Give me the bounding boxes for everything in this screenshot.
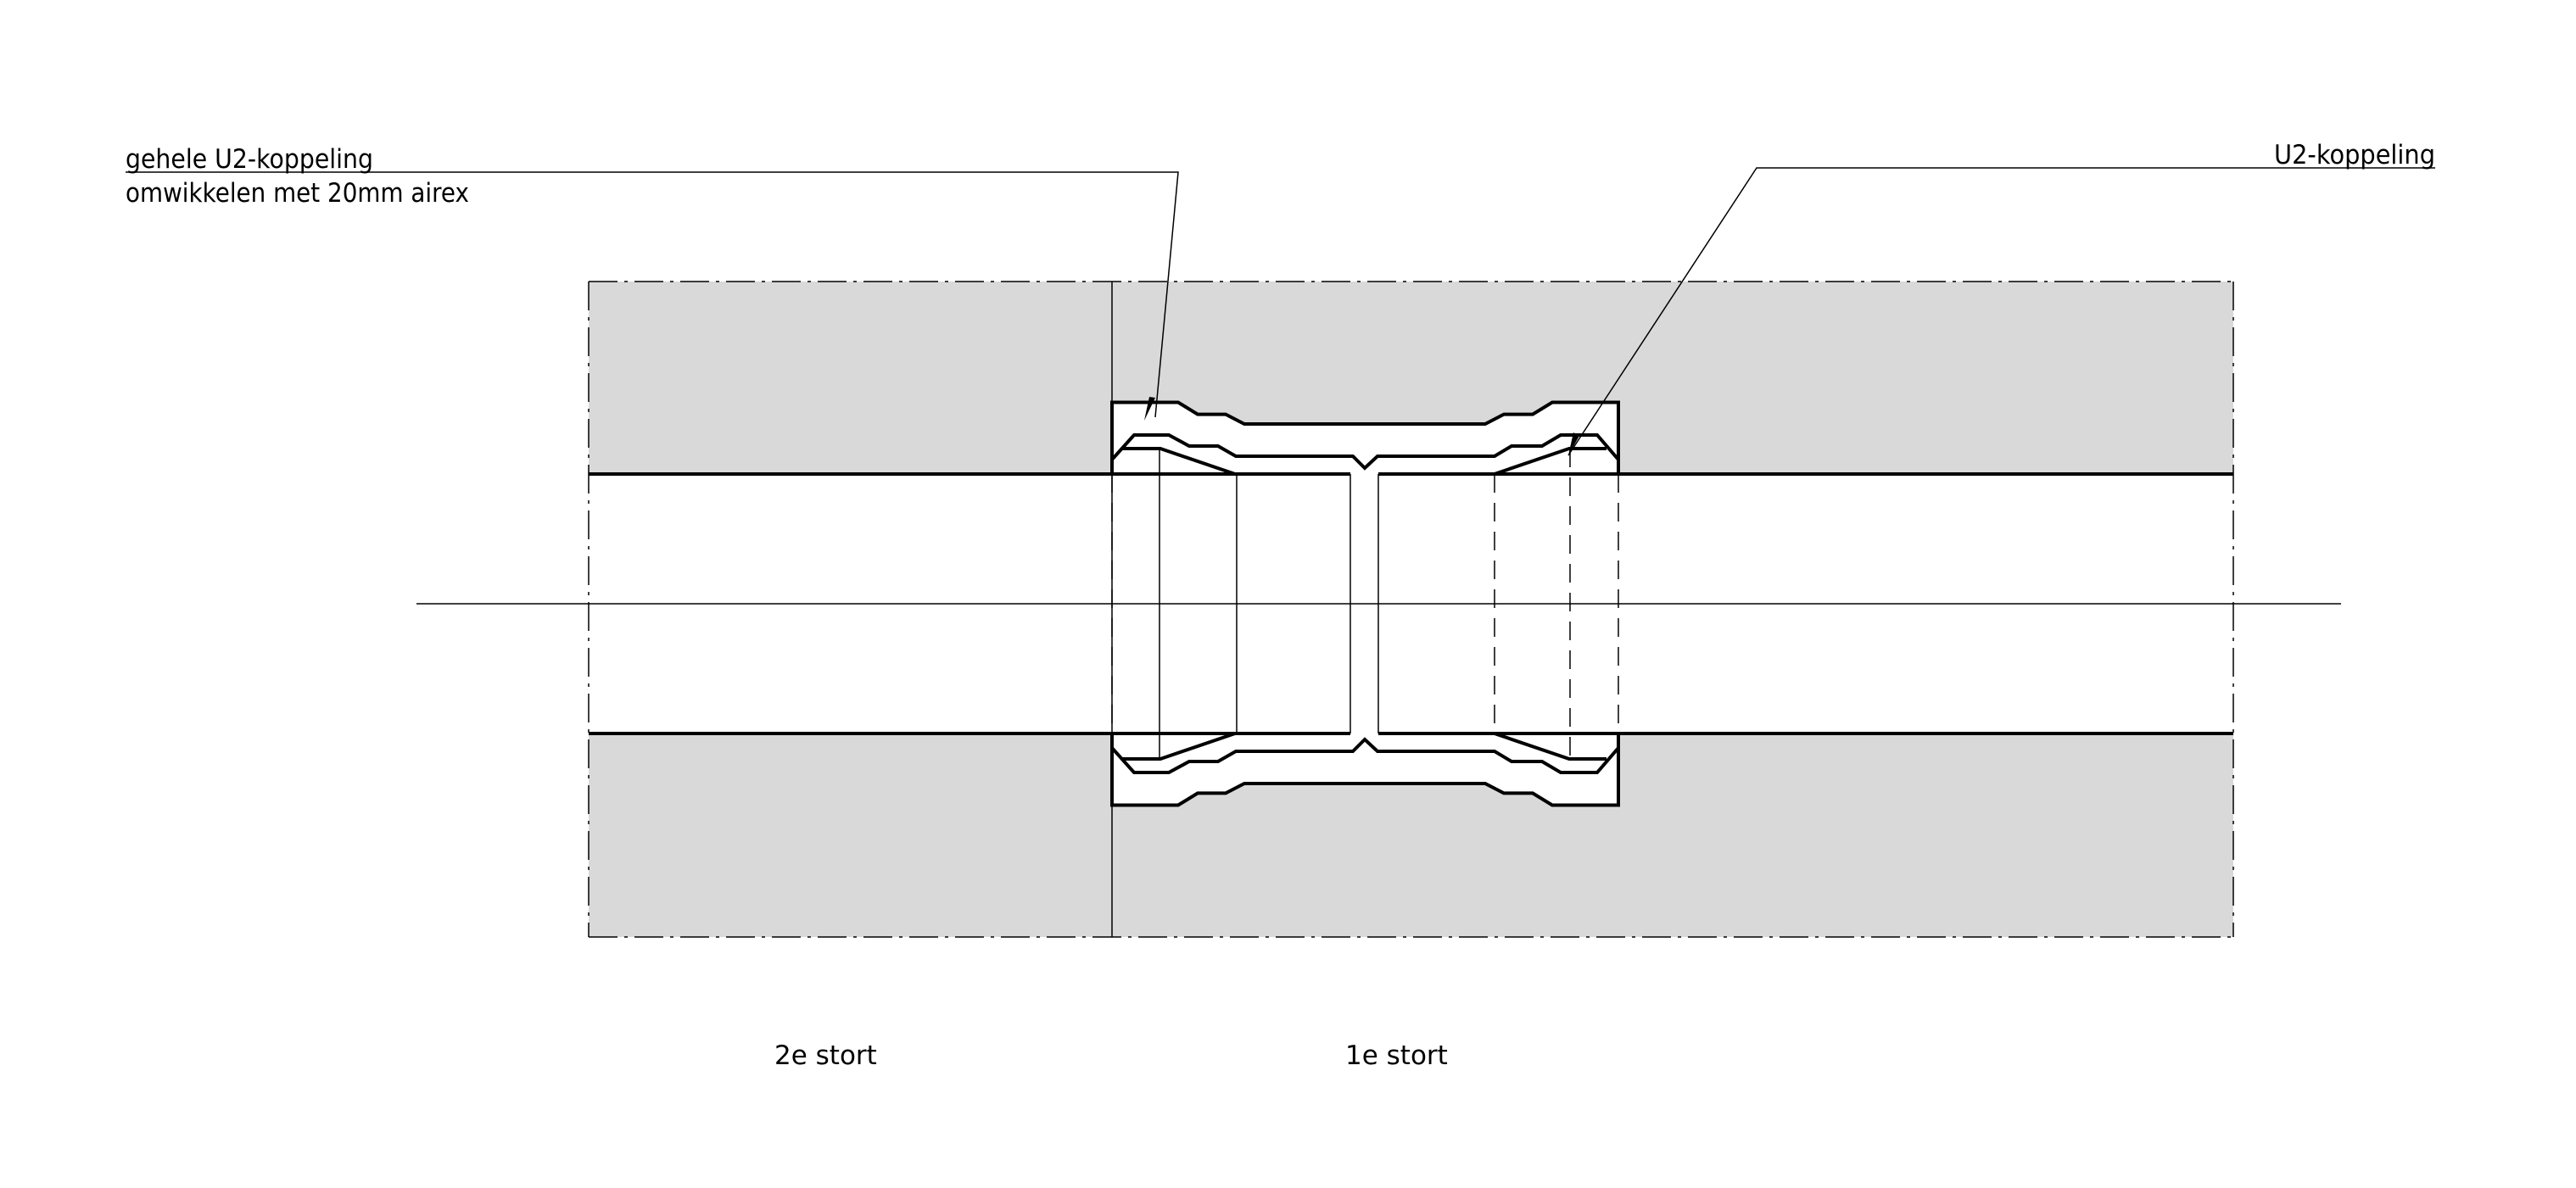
callout-text-u2: U2-koppeling	[2274, 140, 2435, 170]
callout-text-line1: gehele U2-koppeling	[126, 144, 373, 175]
coupling-hidden-lines	[1111, 449, 1619, 759]
pipe-walls	[589, 472, 2233, 735]
callout-wrap-airex: gehele U2-koppeling omwikkelen met 20mm …	[126, 144, 1179, 421]
arrow-head-icon	[1144, 397, 1155, 421]
label-second-pour: 2e stort	[774, 1040, 877, 1071]
callout-u2-coupling: U2-koppeling	[1567, 140, 2435, 456]
label-first-pour: 1e stort	[1345, 1040, 1448, 1071]
coupling-outline	[1110, 400, 1620, 807]
arrow-head-icon	[1568, 432, 1579, 455]
concrete-outline	[588, 281, 2234, 938]
callout-text-line2: omwikkelen met 20mm airex	[126, 178, 469, 209]
